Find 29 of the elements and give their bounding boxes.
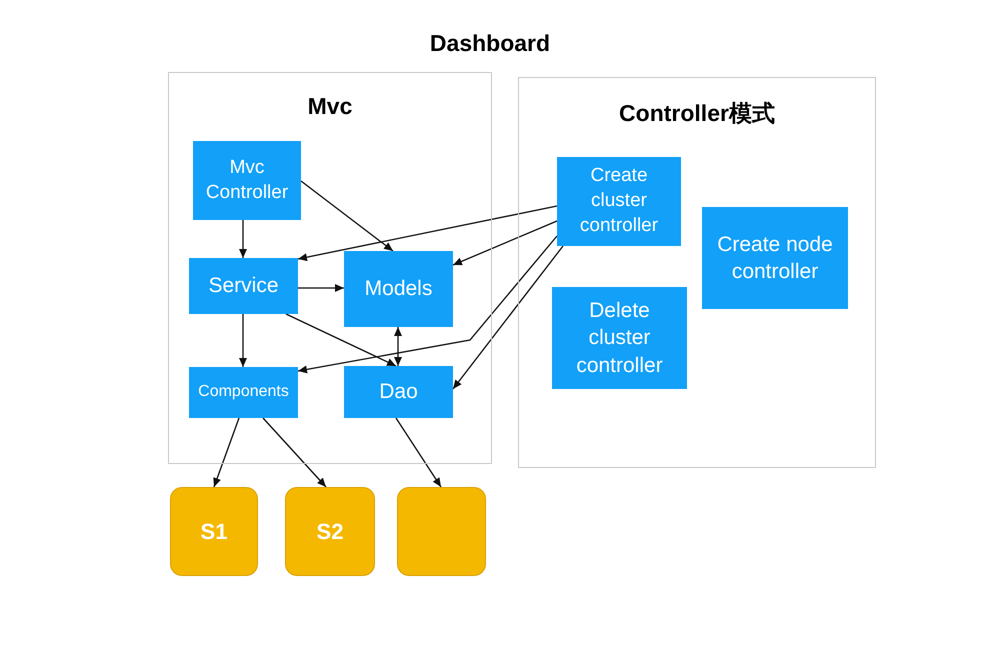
storage-box: S1 xyxy=(170,487,258,576)
arrow xyxy=(213,418,240,488)
arrow xyxy=(239,314,247,367)
storage-box: S2 xyxy=(285,487,375,576)
arrow xyxy=(452,220,558,266)
arrow xyxy=(239,220,247,258)
arrow xyxy=(395,418,442,488)
diagram-title: Dashboard xyxy=(428,30,552,57)
process-box: Components xyxy=(189,367,298,418)
arrow xyxy=(298,236,558,374)
process-box: Models xyxy=(344,251,453,327)
process-box: Mvc Controller xyxy=(193,141,301,220)
process-box: Dao xyxy=(344,366,453,418)
process-box: Create node controller xyxy=(702,207,848,309)
panel-heading: Controller模式 xyxy=(618,99,776,128)
arrow xyxy=(298,205,558,262)
arrow xyxy=(262,418,326,488)
process-box: Delete cluster controller xyxy=(552,287,687,389)
process-box: Service xyxy=(189,258,298,314)
group-panel xyxy=(168,72,492,464)
group-panel xyxy=(518,77,876,468)
arrow xyxy=(298,284,344,292)
storage-box xyxy=(397,487,486,576)
arrow xyxy=(300,180,394,252)
arrow xyxy=(394,327,402,366)
process-box: Create cluster controller xyxy=(557,157,681,246)
panel-heading: Mvc xyxy=(306,93,354,120)
arrow xyxy=(286,313,396,367)
arrow xyxy=(452,246,564,390)
